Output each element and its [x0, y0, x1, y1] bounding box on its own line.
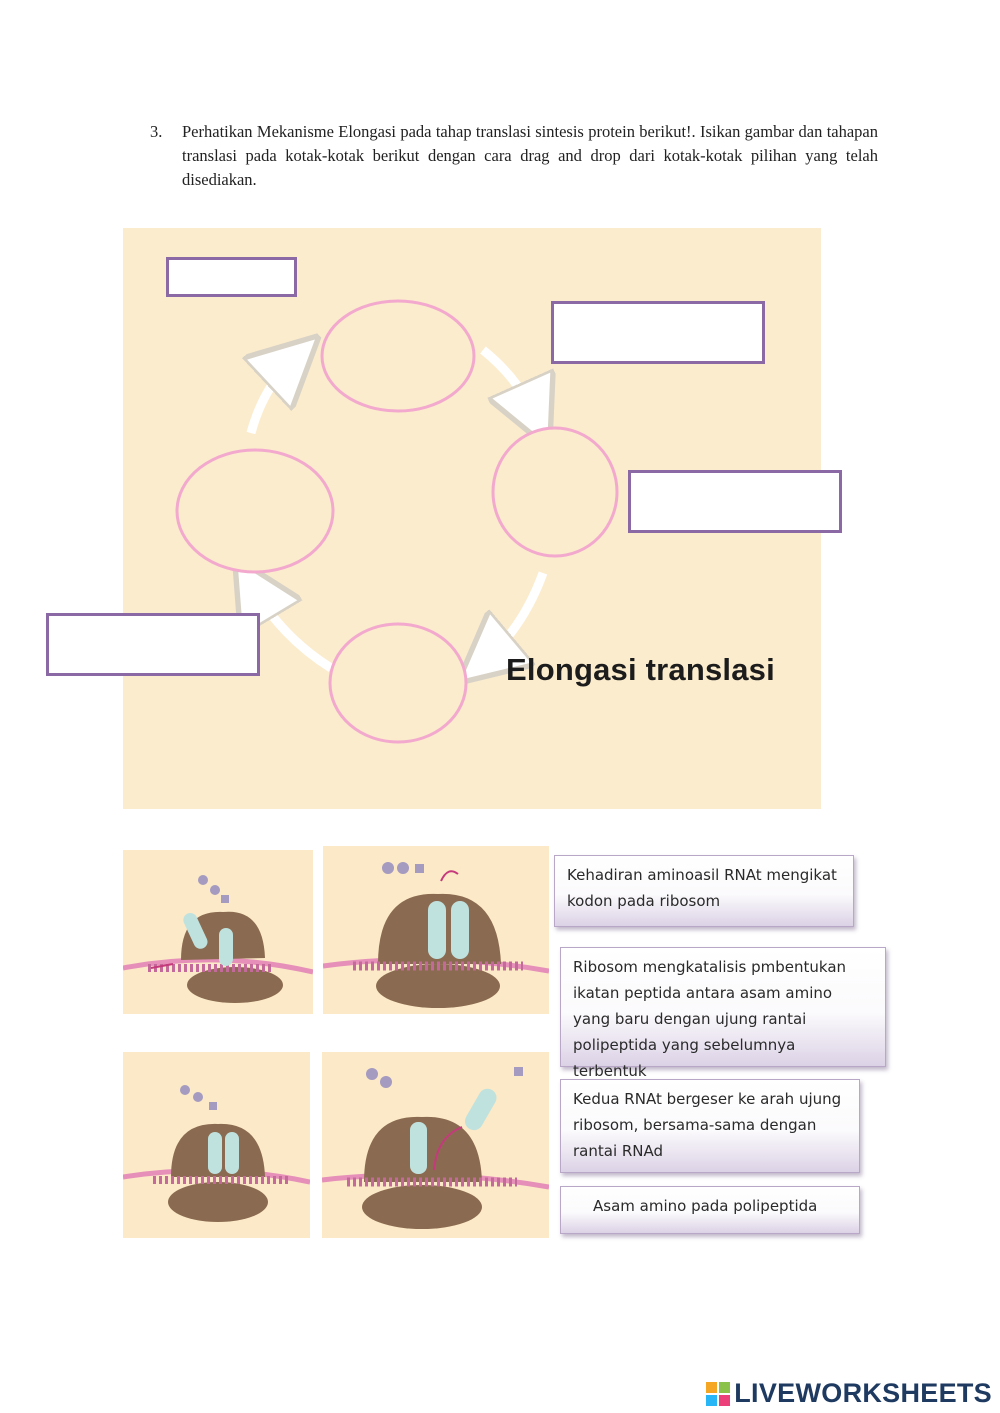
cycle-arrow-left-top	[251, 360, 293, 435]
drop-circle-top[interactable]	[320, 299, 476, 413]
ribosome-release-trna-image	[123, 875, 313, 1003]
drop-box-top-left[interactable]	[166, 257, 297, 297]
liveworksheets-logo-icon	[706, 1381, 731, 1406]
drop-circle-right[interactable]	[491, 426, 619, 558]
text-choice-1[interactable]: Kehadiran aminoasil RNAt mengikat kodon …	[554, 855, 854, 927]
drop-circle-left[interactable]	[175, 448, 335, 574]
text-choice-3[interactable]: Kedua RNAt bergeser ke arah ujung riboso…	[560, 1079, 860, 1173]
question-number: 3.	[150, 122, 163, 141]
drop-box-right[interactable]	[628, 470, 842, 533]
instruction: 3. Perhatikan Mekanisme Elongasi pada ta…	[150, 120, 878, 192]
ribosome-peptide-bond-image	[323, 862, 549, 1008]
brand: LIVEWORKSHEETS	[706, 1378, 992, 1409]
instruction-text: Perhatikan Mekanisme Elongasi pada tahap…	[182, 122, 878, 189]
ribosome-two-trna-image	[123, 1085, 310, 1222]
picture-choice-4[interactable]	[322, 1052, 549, 1238]
picture-choice-3[interactable]	[123, 1052, 310, 1238]
diagram-title: Elongasi translasi	[506, 652, 775, 687]
text-choice-2[interactable]: Ribosom mengkatalisis pmbentukan ikatan …	[560, 947, 886, 1080]
cycle-arrow-bottom-left	[253, 588, 334, 672]
ribosome-aminoacyl-trna-arrival-image	[322, 1067, 549, 1229]
cycle-arrow-top-right	[480, 346, 535, 416]
cycle-diagram	[175, 299, 619, 744]
picture-choice-2[interactable]	[323, 846, 549, 1014]
brand-text: LIVEWORKSHEETS	[734, 1378, 992, 1408]
cycle-arrow-right-bottom	[485, 571, 548, 660]
drop-circle-bottom[interactable]	[328, 622, 468, 744]
drop-box-top-right[interactable]	[551, 301, 765, 364]
text-choice-4[interactable]: Asam amino pada polipeptida	[560, 1186, 860, 1234]
picture-choice-1[interactable]	[123, 850, 313, 1014]
drop-box-left[interactable]	[46, 613, 260, 676]
